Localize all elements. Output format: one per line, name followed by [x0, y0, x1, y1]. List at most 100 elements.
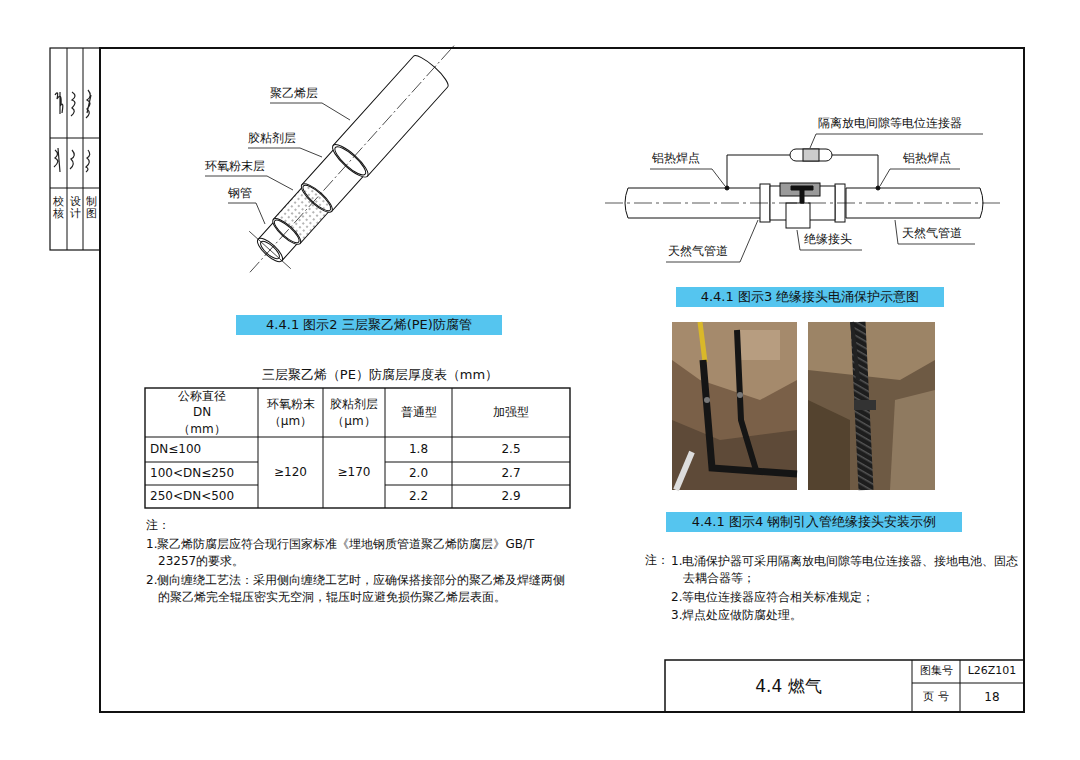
part-label: 天然气管道 [902, 226, 978, 242]
table-grid [385, 485, 570, 486]
table-cell: 1.8 [386, 438, 451, 461]
pe-coated-pipe [249, 231, 291, 268]
signature [86, 90, 91, 118]
table-cell: 100<DN≤250 [150, 463, 256, 484]
site-photo [740, 330, 780, 360]
leader-line [228, 203, 265, 224]
site-photo [672, 322, 797, 490]
sheet-frame [50, 48, 100, 250]
leader-line [270, 103, 350, 120]
site-photo [854, 400, 876, 410]
sheet-title: 4.4 燃气 [667, 661, 910, 711]
part-label: 绝缘接头 [804, 232, 864, 248]
table-cell: ≥170 [324, 438, 384, 507]
signoff-heading: 制图 [86, 196, 97, 220]
bonding-wire [803, 149, 819, 161]
table-header: 胶粘剂层 （μm） [324, 389, 384, 436]
gas-pipeline [786, 203, 810, 228]
bonding-wire [725, 186, 729, 190]
table-grid [145, 462, 258, 463]
table-title: 三层聚乙烯（PE）防腐层厚度表（mm） [200, 366, 560, 385]
signoff-heading: 校核 [53, 196, 64, 220]
signature [54, 90, 91, 172]
sheet-frame [50, 188, 100, 189]
site-photo [704, 397, 710, 403]
gas-pipeline [605, 203, 1000, 204]
sheet-frame [50, 48, 1024, 712]
table-header: 环氧粉末 （μm） [259, 389, 322, 436]
titleblock-cell: L26Z101 [961, 661, 1023, 682]
part-label: 隔离放电间隙等电位连接器 [818, 116, 988, 132]
part-label: 天然气管道 [668, 244, 742, 260]
caption-band: 4.4.1 图示3 绝缘接头电涌保护示意图 [676, 287, 944, 307]
bonding-wire [790, 149, 832, 161]
site-photo [890, 390, 935, 490]
gas-pipeline [791, 186, 813, 203]
table-cell: ≥120 [259, 438, 322, 507]
site-photo [700, 322, 705, 362]
pe-coated-pipe [250, 46, 454, 273]
signoff-heading: 设计 [70, 196, 81, 220]
note-text: 1.电涌保护器可采用隔离放电间隙等电位连接器、接地电池、固态去耦合器等； [671, 553, 1019, 588]
sheet-frame [67, 48, 68, 250]
part-label: 铝热焊点 [652, 151, 712, 167]
site-photo [737, 392, 743, 398]
site-photo [672, 322, 797, 490]
caption-text: 4.4.1 图示3 绝缘接头电涌保护示意图 [701, 288, 920, 306]
bonding-wire [727, 155, 790, 188]
site-photo [808, 322, 935, 490]
note-text: 2.等电位连接器应符合相关标准规定； [671, 589, 1019, 606]
site-photo [808, 322, 935, 380]
leader-line [880, 169, 960, 186]
leader-line [650, 169, 725, 186]
pe-coated-pipe [229, 27, 475, 291]
sheet-frame [665, 660, 1024, 712]
signature [54, 148, 60, 172]
table-grid [323, 388, 324, 508]
leader-line [666, 220, 758, 262]
table-grid [145, 485, 258, 486]
table-cell: 2.7 [453, 463, 569, 484]
signature [71, 92, 75, 116]
table-cell: 2.2 [386, 486, 451, 507]
sheet-frame [50, 138, 100, 139]
sheet-frame [960, 660, 961, 712]
table-header: 加强型 [453, 389, 569, 436]
note-heading: 注： [645, 553, 671, 569]
table-cell: 250<DN<500 [150, 486, 256, 507]
site-photo [808, 400, 850, 490]
caption-text: 4.4.1 图示2 三层聚乙烯(PE)防腐管 [266, 316, 472, 334]
layer-label: 钢管 [228, 186, 262, 202]
caption-band: 4.4.1 图示2 三层聚乙烯(PE)防腐管 [236, 315, 502, 335]
part-label: 铝热焊点 [903, 151, 963, 167]
site-photo [676, 452, 692, 490]
table-header: 公称直径 DN（mm） [170, 389, 234, 436]
signature [70, 150, 74, 169]
sheet-frame [100, 48, 1024, 712]
site-photo [808, 322, 935, 490]
leader-line [205, 103, 350, 224]
note-text: 2.侧向缠绕工艺法：采用侧向缠绕工艺时，应确保搭接部分的聚乙烯及焊缝两侧的聚乙烯… [146, 572, 568, 607]
gas-pipeline [605, 183, 1000, 228]
table-grid [258, 388, 259, 508]
titleblock-cell: 图集号 [913, 661, 959, 682]
leader-line [810, 134, 983, 148]
site-photo [672, 420, 797, 490]
layer-label: 环氧粉末层 [205, 159, 277, 175]
bonding-wire [725, 149, 880, 190]
table-grid [385, 462, 570, 463]
table-grid [452, 388, 453, 508]
table-grid [145, 437, 570, 438]
bonding-wire [876, 186, 880, 190]
signature [86, 150, 90, 172]
sheet-frame [83, 48, 84, 250]
note-heading: 注： [146, 518, 176, 534]
titleblock-cell: 18 [961, 684, 1023, 711]
titleblock-cell: 页 号 [913, 684, 959, 711]
note-text: 3.焊点处应做防腐处理。 [671, 607, 1019, 624]
sheet-frame [912, 660, 913, 712]
table-grid [385, 388, 386, 508]
site-photo [852, 322, 858, 380]
layer-label: 聚乙烯层 [270, 86, 334, 102]
